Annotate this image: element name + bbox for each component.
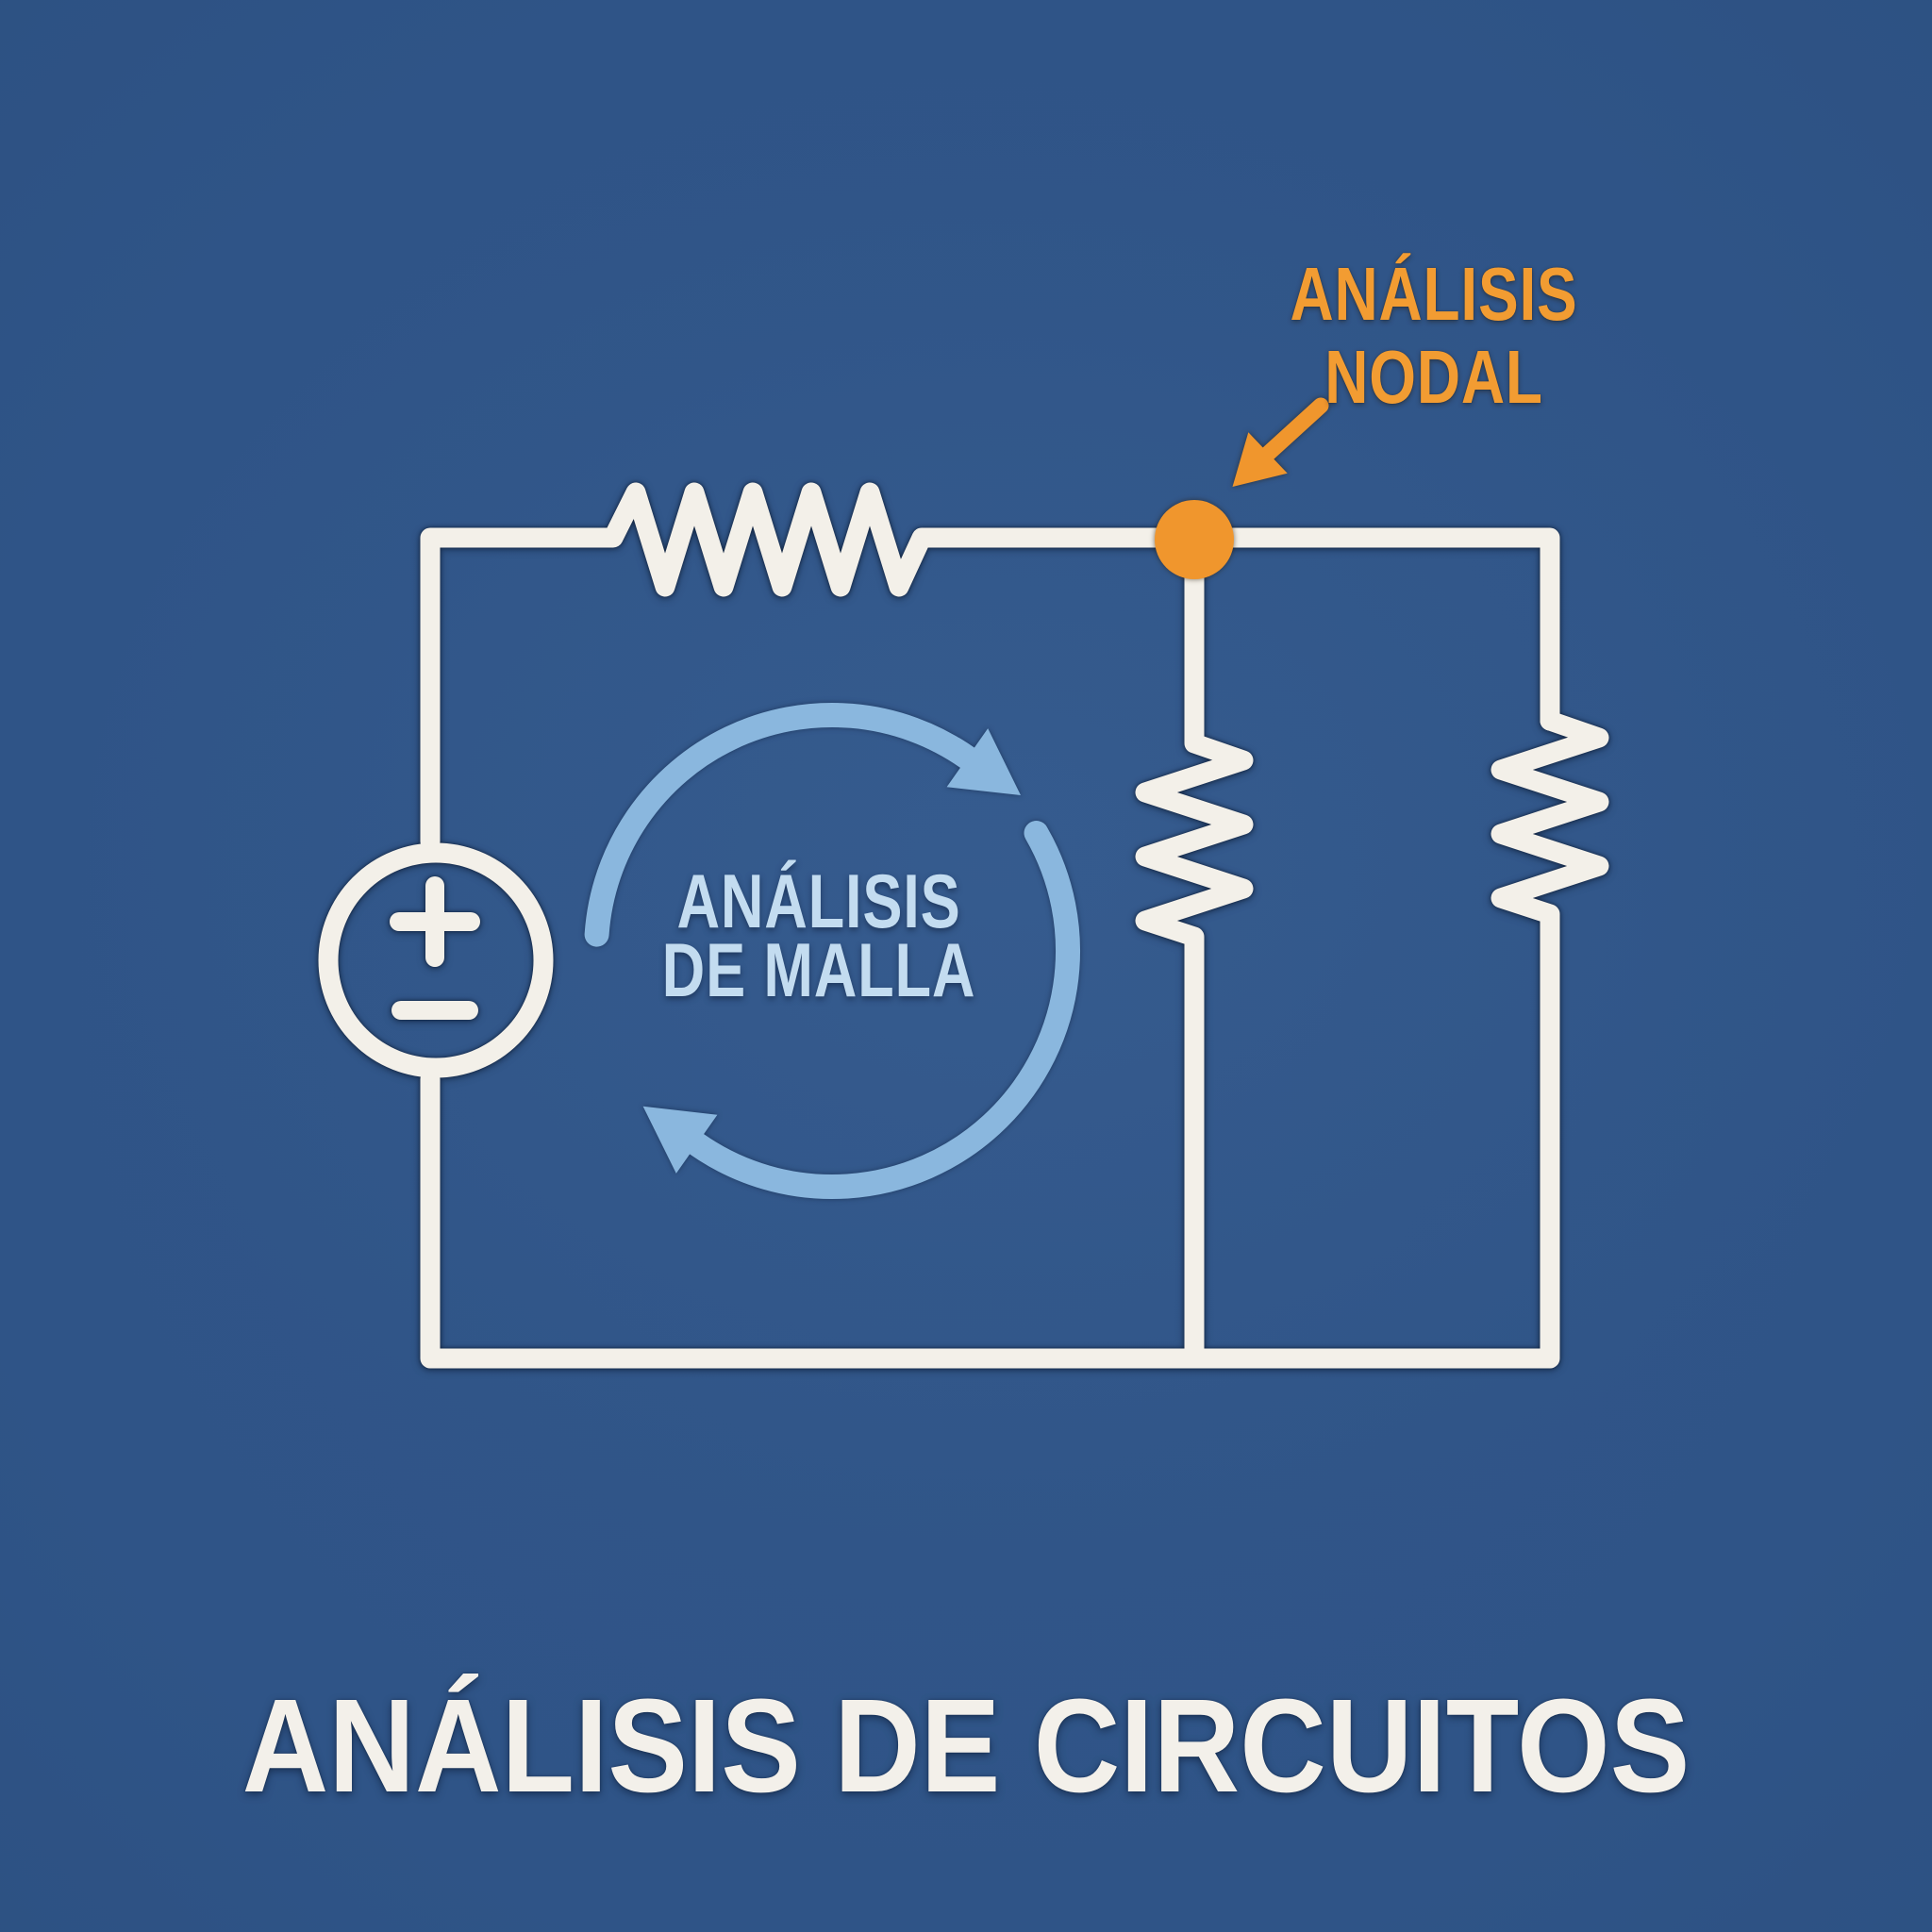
mesh-arc-bottom [684, 821, 1081, 1199]
mesh-arc-top [584, 702, 980, 947]
wire-top-loop-and-top-resistor [420, 482, 1560, 852]
mesh-arrowhead-bottom-icon [642, 1106, 718, 1174]
node-dot [1155, 500, 1234, 579]
voltage-source-circle [318, 842, 554, 1078]
page-title: ANÁLISIS DE CIRCUITOS [242, 1671, 1690, 1820]
mesh-loop-arrow-icon [584, 702, 1081, 1199]
mesh-analysis-label-line2: DE MALLA [661, 928, 976, 1013]
mesh-analysis-label: ANÁLISIS DE MALLA [598, 859, 1040, 1013]
nodal-analysis-label-line2: NODAL [1324, 335, 1543, 419]
nodal-analysis-label-line1: ANÁLISIS [1290, 252, 1578, 336]
nodal-arrowhead-icon [1232, 432, 1288, 487]
mesh-analysis-label-line1: ANÁLISIS [676, 859, 961, 944]
wire-middle-branch-resistor [1135, 529, 1254, 1369]
nodal-annotation [1155, 397, 1329, 579]
nodal-arrow-shaft [1259, 397, 1329, 462]
voltage-source-plus-icon [390, 876, 480, 967]
mesh-arrowhead-top-icon [946, 728, 1021, 795]
nodal-analysis-label: ANÁLISIS NODAL [1208, 253, 1660, 419]
circuit-wires [318, 482, 1609, 1369]
wire-right-resistor-and-bottom [420, 710, 1609, 1369]
